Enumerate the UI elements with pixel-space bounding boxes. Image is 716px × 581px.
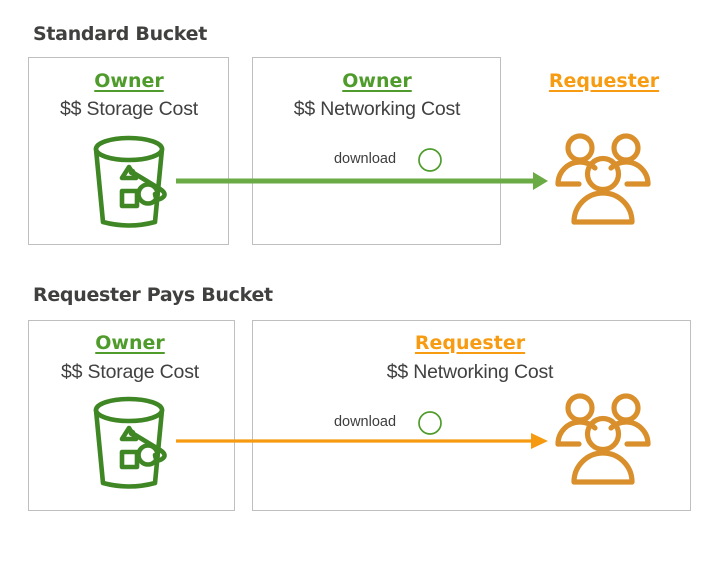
role-label-owner-standard-networking: Owner xyxy=(342,70,412,92)
panel-standard-networking xyxy=(252,57,501,245)
role-label-owner-standard-storage: Owner xyxy=(94,70,164,92)
panel-requester-pays-storage xyxy=(28,320,235,511)
cost-label-standard-storage: $$ Storage Cost xyxy=(60,98,198,120)
role-label-owner-requester-pays-storage: Owner xyxy=(95,332,165,354)
panel-standard-storage xyxy=(28,57,229,245)
role-label-requester-standard: Requester xyxy=(548,70,660,92)
cost-label-standard-networking: $$ Networking Cost xyxy=(293,98,461,120)
s3-bucket-icon xyxy=(86,134,172,230)
green-ring-icon-standard xyxy=(417,147,443,173)
section-title-standard-bucket: Standard Bucket xyxy=(33,23,207,45)
download-label-requester-pays: download xyxy=(333,414,397,430)
cost-label-requester-pays-storage: $$ Storage Cost xyxy=(61,361,199,383)
section-title-requester-pays-bucket: Requester Pays Bucket xyxy=(33,284,273,306)
download-label-standard: download xyxy=(333,151,397,167)
users-group-icon xyxy=(553,390,653,490)
role-label-requester-requester-pays-networking: Requester xyxy=(414,332,526,354)
green-ring-icon-requester-pays xyxy=(417,410,443,436)
cost-label-requester-pays-networking: $$ Networking Cost xyxy=(386,361,554,383)
users-group-icon xyxy=(553,130,653,230)
s3-bucket-icon xyxy=(86,395,172,491)
download-arrow-standard xyxy=(176,165,548,197)
download-arrow-requester-pays xyxy=(176,425,548,457)
